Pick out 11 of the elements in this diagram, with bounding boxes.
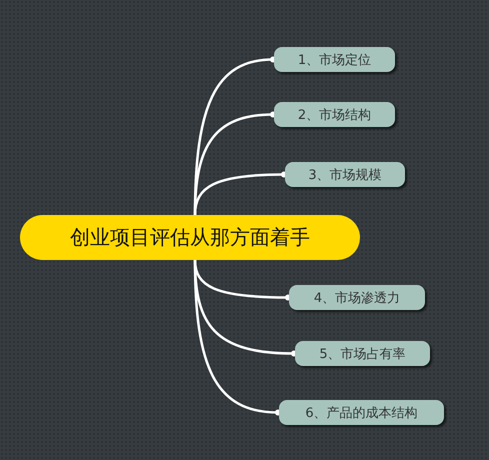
subtopic-box: 5、市场占有率 (295, 341, 430, 366)
subtopic-box: 2、市场结构 (274, 102, 395, 127)
subtopic-box: 6、产品的成本结构 (279, 400, 444, 425)
connector-curve (194, 260, 281, 416)
central-topic-box: 创业项目评估从那方面着手 (20, 215, 360, 260)
subtopic-box: 1、市场定位 (274, 47, 395, 72)
subtopic-box: 4、市场渗透力 (289, 285, 425, 310)
connector-curve (194, 172, 287, 216)
connector-curve (194, 112, 276, 216)
connector-curve (194, 56, 276, 216)
subtopic-box: 3、市场规模 (285, 162, 405, 187)
